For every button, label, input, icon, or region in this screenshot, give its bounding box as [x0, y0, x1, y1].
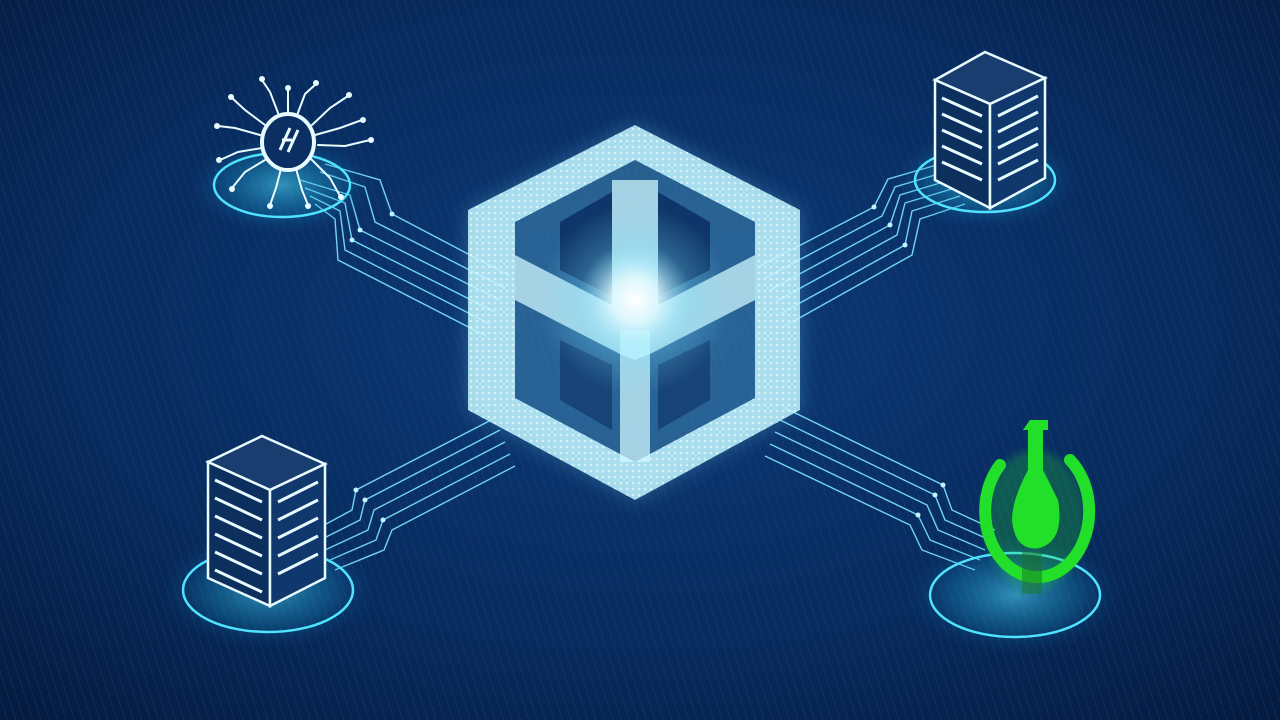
server-rack-icon	[205, 434, 328, 609]
circuit-dots	[349, 204, 946, 523]
neural-chip-icon	[214, 76, 374, 209]
server-rack-icon	[932, 50, 1049, 211]
hexagon-cube-icon	[468, 125, 800, 500]
link-bottom-left	[314, 417, 516, 571]
power-flask-icon	[979, 420, 1096, 594]
